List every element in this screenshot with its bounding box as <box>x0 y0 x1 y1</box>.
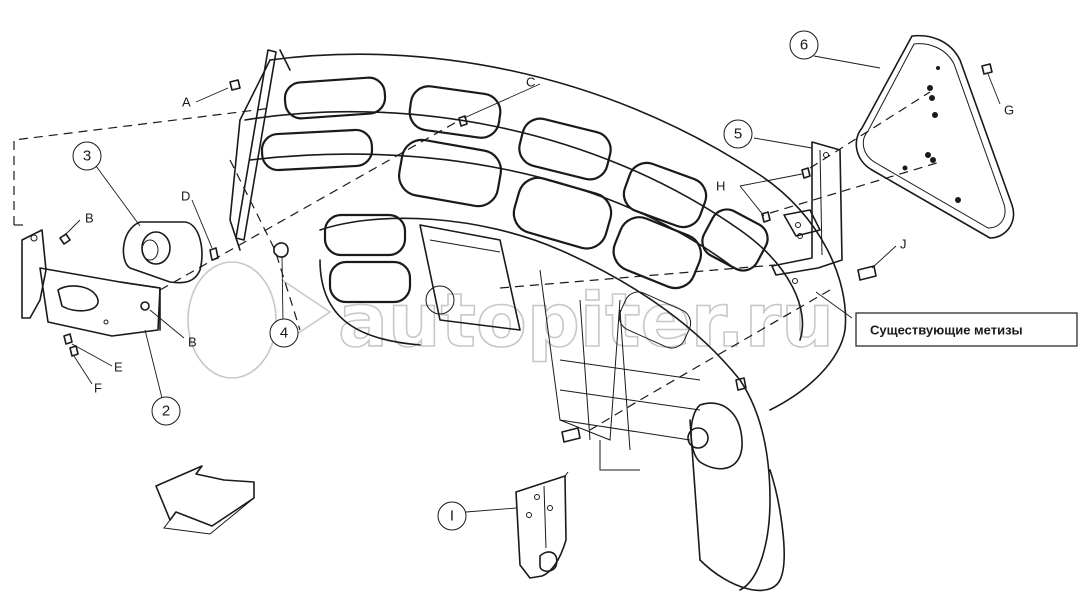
callout-4: 4 <box>269 318 299 348</box>
bracket-part-5 <box>771 141 843 284</box>
lamp-part-3 <box>122 221 203 284</box>
assembly-lines <box>13 91 941 431</box>
svg-text:4: 4 <box>280 325 288 342</box>
plate-part-6 <box>855 34 1015 239</box>
watermark: autopiter.ru <box>187 261 835 379</box>
fasteners <box>59 63 993 391</box>
leader-lines <box>63 55 1001 513</box>
callout-3: 3 <box>72 141 102 171</box>
callout-6: 6 <box>789 30 819 60</box>
svg-text:I: I <box>450 508 454 525</box>
callout-1: I <box>437 501 467 531</box>
svg-text:5: 5 <box>734 126 742 143</box>
direction-arrow-icon <box>155 465 255 535</box>
label-a: A <box>182 95 191 110</box>
label-h: H <box>716 179 725 194</box>
label-b-lower: B <box>188 335 197 350</box>
label-f: F <box>94 381 102 396</box>
existing-hardware-label: Существующие метизы <box>870 323 1023 338</box>
existing-hardware-note: Существующие метизы <box>855 312 1078 347</box>
label-e: E <box>114 360 123 375</box>
callout-2: 2 <box>151 396 181 426</box>
callout-5: 5 <box>723 119 753 149</box>
bracket-part-2 <box>21 229 161 337</box>
svg-text:6: 6 <box>800 37 808 54</box>
label-d: D <box>181 189 190 204</box>
bracket-part-I <box>515 471 569 579</box>
autopiter-logo-icon <box>187 261 277 379</box>
svg-text:3: 3 <box>83 148 91 165</box>
grille-assembly <box>229 49 847 592</box>
label-b-upper: B <box>85 211 94 226</box>
svg-text:2: 2 <box>162 403 170 420</box>
label-j: J <box>900 237 907 252</box>
watermark-text: autopiter.ru <box>338 278 834 364</box>
label-g: G <box>1004 103 1014 118</box>
label-c: C <box>526 75 535 90</box>
